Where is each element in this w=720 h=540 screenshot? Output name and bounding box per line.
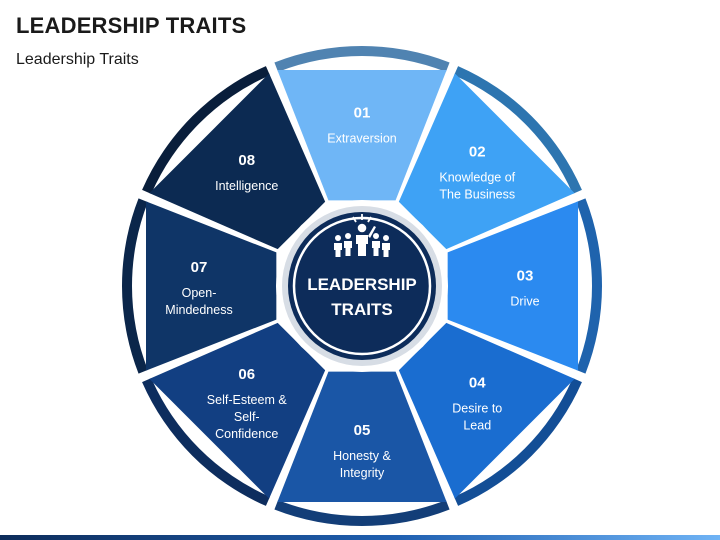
segment-label-06-line-1: Self-Esteem & (207, 393, 288, 407)
segment-label-03-line-1: Drive (510, 295, 539, 309)
segment-02 (398, 73, 575, 250)
segment-number-01: 01 (354, 105, 371, 122)
segment-07 (145, 201, 277, 371)
segment-label-06-line-3: Confidence (215, 427, 278, 441)
segment-number-03: 03 (517, 268, 534, 285)
segment-number-07: 07 (191, 259, 208, 276)
leader-group-icon (334, 214, 390, 257)
segment-label-08-line-1: Intelligence (215, 179, 278, 193)
footer-accent-bar (0, 535, 720, 540)
segment-rim-01 (274, 46, 450, 72)
segment-rim-04 (454, 378, 582, 506)
segment-number-02: 02 (469, 144, 486, 161)
segment-label-05-line-2: Integrity (340, 466, 385, 480)
center-title-line1: LEADERSHIP (307, 275, 417, 294)
segment-05 (277, 371, 447, 503)
segment-label-07-line-1: Open- (182, 286, 217, 300)
segment-rim-08 (142, 66, 270, 194)
segment-label-06-line-2: Self- (234, 410, 260, 424)
segment-04 (398, 322, 575, 499)
segment-label-02-line-1: Knowledge of (439, 171, 515, 185)
segment-rim-03 (576, 198, 602, 374)
segment-rim-05 (274, 500, 450, 526)
segment-label-07-line-2: Mindedness (165, 303, 232, 317)
center-hub-fill (288, 212, 436, 360)
segment-number-06: 06 (238, 366, 255, 383)
segment-number-04: 04 (469, 374, 486, 391)
page-subtitle: Leadership Traits (16, 51, 139, 68)
segment-label-04-line-1: Desire to (452, 401, 502, 415)
center-hub: LEADERSHIP TRAITS (276, 200, 448, 372)
segment-label-02-line-2: The Business (439, 188, 515, 202)
segment-08 (149, 73, 326, 250)
segment-rim-02 (454, 66, 582, 194)
segment-03 (447, 201, 579, 371)
segment-number-08: 08 (238, 152, 255, 169)
segment-rim-06 (142, 378, 270, 506)
segment-label-04-line-2: Lead (463, 418, 491, 432)
segment-label-05-line-1: Honesty & (333, 449, 391, 463)
center-title-line2: TRAITS (331, 300, 392, 319)
page-title: LEADERSHIP TRAITS (16, 13, 247, 38)
segment-06 (149, 322, 326, 499)
segment-01 (277, 69, 447, 201)
segment-label-01-line-1: Extraversion (327, 132, 397, 146)
segment-rim-07 (121, 198, 148, 374)
segment-number-05: 05 (354, 422, 371, 439)
